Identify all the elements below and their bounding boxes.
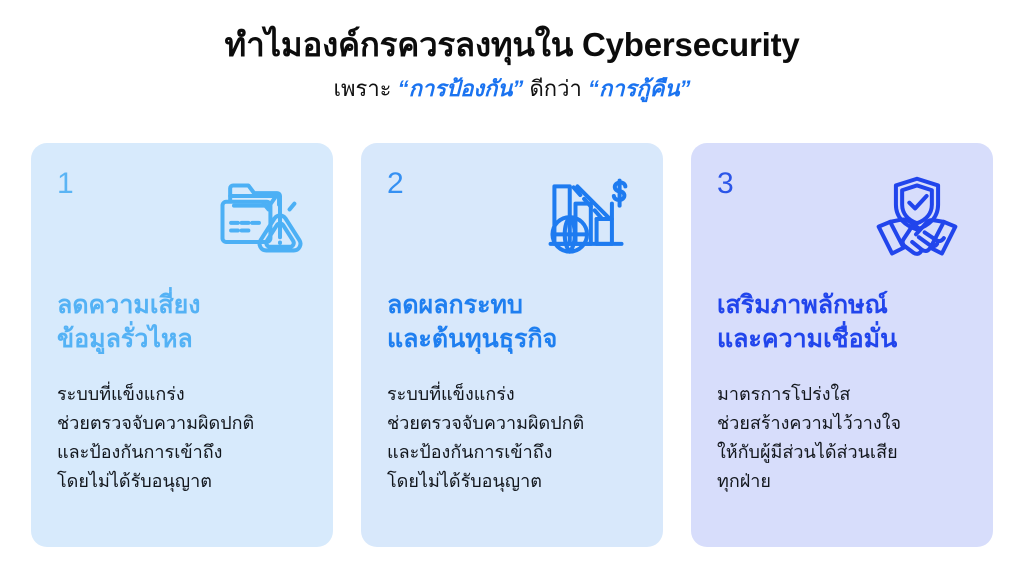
card-number: 1 [57, 167, 74, 200]
subtitle-highlight-recovery: “การกู้คืน” [587, 76, 691, 102]
subtitle-prefix: เพราะ [333, 76, 398, 102]
card-header: 3 [717, 169, 967, 289]
declining-chart-globe-dollar-icon [539, 173, 635, 265]
card-reduce-data-breach-risk: 1 [31, 143, 333, 547]
card-header: 1 [57, 169, 307, 289]
card-title: ลดผลกระทบ และต้นทุนธุรกิจ [387, 291, 558, 353]
subtitle-highlight-prevention: “การป้องกัน” [397, 76, 524, 102]
cards-row: 1 [31, 143, 993, 547]
card-body-text: ระบบที่แข็งแกร่ง ช่วยตรวจจับความผิดปกติ … [57, 384, 255, 492]
page-title: ทำไมองค์กรควรลงทุนใน Cybersecurity [224, 26, 800, 63]
card-title: เสริมภาพลักษณ์ และความเชื่อมั่น [717, 291, 898, 353]
card-body-text: มาตรการโปร่งใส ช่วยสร้างความไว้วางใจ ให้… [717, 384, 902, 492]
card-body-text: ระบบที่แข็งแกร่ง ช่วยตรวจจับความผิดปกติ … [387, 384, 585, 492]
header: ทำไมองค์กรควรลงทุนใน Cybersecurity เพราะ… [0, 0, 1024, 104]
card-enhance-image-trust: 3 [691, 143, 993, 547]
page-subtitle: เพราะ “การป้องกัน” ดีกว่า “การกู้คืน” [0, 75, 1024, 104]
card-header: 2 [387, 169, 637, 289]
card-number: 3 [717, 167, 734, 200]
card-number: 2 [387, 167, 404, 200]
handshake-shield-check-icon [869, 173, 965, 265]
card-title: ลดความเสี่ยง ข้อมูลรั่วไหล [57, 291, 201, 353]
subtitle-middle: ดีกว่า [523, 76, 588, 102]
card-reduce-business-impact-cost: 2 [361, 143, 663, 547]
folder-data-breach-warning-icon [209, 173, 305, 265]
